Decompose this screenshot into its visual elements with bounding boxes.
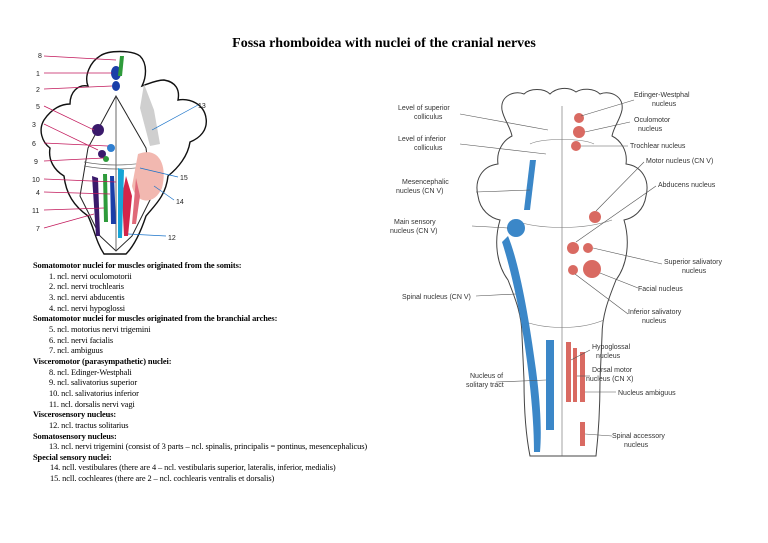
label-mesencephalic-2: nucleus (CN V) <box>396 188 443 195</box>
label-oculomotor-1: Oculomotor <box>634 117 671 124</box>
main-sensory-nucleus-mark <box>507 219 525 237</box>
sup-salivatory-nucleus-mark <box>583 243 593 253</box>
legend-item: 15. ncll. cochleares (there are 2 – ncl.… <box>50 474 275 484</box>
legend-item: 10. ncl. salivatorius inferior <box>49 388 139 398</box>
left-label-9: 9 <box>34 159 38 166</box>
legend-item: 11. ncl. dorsalis nervi vagi <box>49 399 135 409</box>
label-spinal-accessory-1: Spinal accessory <box>612 433 665 440</box>
legend-item: 1. ncl. nervi oculomotorii <box>49 271 132 281</box>
label-sup-salivatory-2: nucleus <box>682 268 707 275</box>
right-brainstem-outline <box>476 87 648 457</box>
left-label-7: 7 <box>36 226 40 233</box>
legend-item: 4. ncl. nervi hypoglossi <box>49 303 125 313</box>
nuclei-legend: Somatomotor nuclei for muscles originate… <box>33 261 473 485</box>
oculomotor-nucleus-mark <box>573 126 585 138</box>
solitary-nucleus-mark <box>546 340 554 430</box>
label-inferior-colliculus-2: colliculus <box>414 145 443 152</box>
left-label-12: 12 <box>168 235 176 242</box>
legend-item: 8. ncl. Edinger-Westphali <box>49 367 132 377</box>
label-hypoglossal-2: nucleus <box>596 353 621 360</box>
page-title: Fossa rhomboidea with nuclei of the cran… <box>232 36 536 51</box>
edinger-westphal-nucleus-mark <box>574 113 584 123</box>
label-motor-v: Motor nucleus (CN V) <box>646 158 713 165</box>
label-superior-colliculus-2: colliculus <box>414 114 443 121</box>
legend-item: 6. ncl. nervi facialis <box>49 335 114 345</box>
label-inf-salivatory-2: nucleus <box>642 318 667 325</box>
facial-nucleus-mark <box>583 260 601 278</box>
left-label-4: 4 <box>36 190 40 197</box>
left-label-5: 5 <box>36 104 40 111</box>
left-label-15: 15 <box>180 175 188 182</box>
label-solitary-1: Nucleus of <box>470 373 503 380</box>
label-inf-salivatory-1: Inferior salivatory <box>628 309 682 316</box>
motor-v-nucleus-mark <box>589 211 601 223</box>
dorsal-motor-nucleus-mark <box>573 348 577 402</box>
left-label-10: 10 <box>32 177 40 184</box>
spinal-nucleus-mark <box>502 236 541 452</box>
legend-item: 2. ncl. nervi trochlearis <box>49 282 124 292</box>
legend-item: 7. ncl. ambiguus <box>49 346 103 356</box>
label-abducens: Abducens nucleus <box>658 182 716 189</box>
legend-item: 5. ncl. motorius nervi trigemini <box>49 324 151 334</box>
legend-heading: Somatomotor nuclei for muscles originate… <box>33 261 242 270</box>
legend-item: 9. ncl. salivatorius superior <box>49 378 138 388</box>
left-label-1: 1 <box>36 71 40 78</box>
label-spinal-nucleus: Spinal nucleus (CN V) <box>402 294 471 301</box>
label-edinger-1: Edinger-Westphal <box>634 92 690 99</box>
label-spinal-accessory-2: nucleus <box>624 442 649 449</box>
label-oculomotor-2: nucleus <box>638 126 663 133</box>
label-facial: Facial nucleus <box>638 286 683 293</box>
legend-item: 3. ncl. nervi abducentis <box>49 292 125 302</box>
spinal-accessory-nucleus-mark <box>580 422 585 446</box>
legend-heading: Special sensory nuclei: <box>33 452 112 462</box>
legend-heading: Somatosensory nucleus: <box>33 431 117 441</box>
left-label-13: 13 <box>198 103 206 110</box>
label-sup-salivatory-1: Superior salivatory <box>664 259 722 266</box>
label-hypoglossal-1: Hypoglossal <box>592 344 631 351</box>
label-dorsal-motor-1: Dorsal motor <box>592 367 633 374</box>
left-label-8: 8 <box>38 53 42 60</box>
left-label-3: 3 <box>32 122 36 129</box>
label-ambiguus: Nucleus ambiguus <box>618 390 676 397</box>
label-inferior-colliculus-1: Level of inferior <box>398 136 447 143</box>
left-label-11: 11 <box>32 208 39 215</box>
label-main-sensory-2: nucleus (CN V) <box>390 228 437 235</box>
legend-heading: Somatomotor nuclei for muscles originate… <box>33 314 278 324</box>
abducens-nucleus-mark <box>567 242 579 254</box>
left-brainstem-outline <box>40 50 207 255</box>
oculomotor-nucleus-mark <box>111 66 121 80</box>
left-label-6: 6 <box>32 141 36 148</box>
label-superior-colliculus-1: Level of superior <box>398 105 450 112</box>
left-label-2: 2 <box>36 87 40 94</box>
trochlear-nucleus-mark <box>571 141 581 151</box>
left-brainstem-diagram: 8 1 2 5 3 6 9 10 4 11 7 13 15 14 12 <box>32 50 207 255</box>
mesencephalic-nucleus-mark <box>524 160 536 210</box>
ambiguus-nucleus-mark <box>580 352 585 402</box>
label-main-sensory-1: Main sensory <box>394 219 436 226</box>
inf-salivatory-nucleus-mark <box>568 265 578 275</box>
label-dorsal-motor-2: nucleus (CN X) <box>586 376 633 383</box>
motor-trigeminal-nucleus-mark <box>92 124 104 136</box>
legend-heading: Viscerosensory nucleus: <box>33 410 117 420</box>
hypoglossal-nucleus-mark <box>566 342 571 402</box>
legend-item: 12. ncl. tractus solitarius <box>49 420 129 430</box>
label-edinger-2: nucleus <box>652 101 677 108</box>
label-solitary-2: solitary tract <box>466 382 504 389</box>
right-brainstem-diagram: Level of superior colliculus Level of in… <box>390 87 722 457</box>
label-mesencephalic-1: Mesencephalic <box>402 179 449 186</box>
legend-heading: Visceromotor (parasympathetic) nuclei: <box>33 356 172 366</box>
left-label-14: 14 <box>176 199 184 206</box>
label-trochlear: Trochlear nucleus <box>630 143 686 150</box>
legend-item: 14. ncll. vestibulares (there are 4 – nc… <box>50 463 336 473</box>
legend-item: 13. ncl. nervi trigemini (consist of 3 p… <box>49 442 368 452</box>
